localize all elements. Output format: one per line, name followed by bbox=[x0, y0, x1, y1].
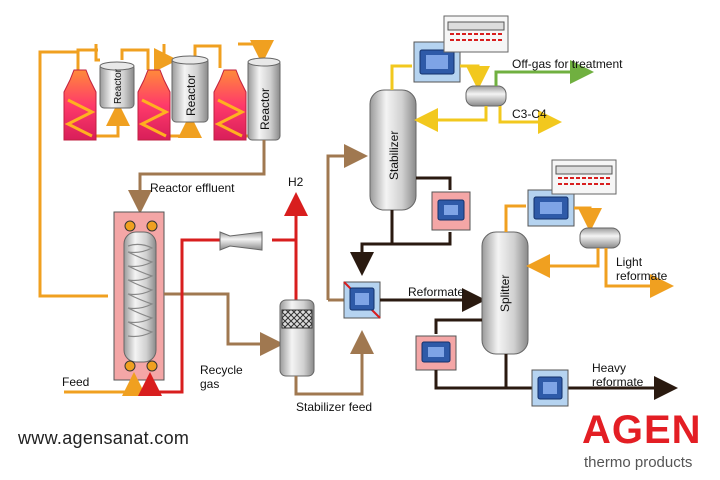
heater-1 bbox=[63, 69, 97, 141]
light-reformate-label-1: Light bbox=[616, 255, 643, 269]
reformate-label: Reformate bbox=[408, 285, 464, 299]
light-reformate-label-2: reformate bbox=[616, 269, 668, 283]
light-reformate-line bbox=[604, 248, 674, 298]
c3-c4-label: C3-C4 bbox=[512, 107, 547, 121]
splitter-reflux-line bbox=[526, 248, 600, 278]
feed-line bbox=[64, 372, 146, 396]
heater-reactor-train: Reactor Reactor Reactor bbox=[38, 40, 281, 298]
heater-2 bbox=[137, 69, 171, 141]
effluent-to-separator-line bbox=[164, 292, 284, 356]
feed-label: Feed bbox=[62, 375, 89, 389]
feed-bottoms-exchanger bbox=[343, 281, 381, 319]
splitter-air-cooler bbox=[551, 159, 617, 195]
stabilizer-label: Stabilizer bbox=[387, 131, 401, 180]
c3-c4-line bbox=[498, 106, 562, 134]
splitter-reflux-drum bbox=[579, 227, 621, 249]
recycle-gas-label-2: gas bbox=[200, 377, 219, 391]
stabilizer-condenser bbox=[413, 41, 461, 83]
stabilizer-feed-line bbox=[294, 330, 374, 396]
splitter-label: Splitter bbox=[498, 275, 512, 312]
splitter-column: Splitter bbox=[481, 231, 529, 355]
reactor-2-label: Reactor bbox=[184, 74, 198, 116]
brand-logo: AGEN bbox=[582, 408, 702, 452]
splitter-reboiler-line bbox=[434, 318, 482, 334]
reactor-3-label: Reactor bbox=[258, 88, 272, 130]
feed-to-stabilizer-line bbox=[326, 144, 368, 300]
splitter-reboiler bbox=[415, 335, 457, 371]
reactor-effluent-label: Reactor effluent bbox=[150, 181, 235, 195]
stabilizer-air-cooler bbox=[443, 15, 509, 53]
separator-vessel bbox=[279, 299, 315, 377]
splitter-overhead-line bbox=[504, 204, 526, 232]
off-gas-label: Off-gas for treatment bbox=[512, 57, 623, 71]
stabilizer-overhead-line bbox=[390, 64, 412, 90]
website-url: www.agensanat.com bbox=[18, 428, 190, 448]
heavy-reformate-label-2: reformate bbox=[592, 375, 644, 389]
stabilizer-reboiler bbox=[431, 191, 471, 231]
reactor-2: Reactor bbox=[171, 55, 209, 123]
heavy-reformate-label-1: Heavy bbox=[592, 361, 626, 375]
heavy-reformate-cooler bbox=[531, 369, 569, 407]
reactor-effluent-line bbox=[128, 140, 266, 214]
h2-label: H2 bbox=[288, 175, 304, 189]
recycle-compressor bbox=[219, 231, 263, 251]
reactor-1: Reactor bbox=[99, 61, 135, 109]
reactor-1-label: Reactor bbox=[113, 68, 124, 104]
feed-effluent-exchanger bbox=[113, 211, 165, 381]
splitter-condenser bbox=[527, 189, 575, 227]
brand-tagline: thermo products bbox=[584, 454, 693, 471]
off-gas-line bbox=[494, 60, 594, 86]
recycle-gas-line bbox=[272, 238, 298, 300]
reactor-3: Reactor bbox=[247, 57, 281, 141]
stabilizer-reflux-drum bbox=[465, 85, 507, 107]
heater-3 bbox=[213, 69, 247, 141]
stabilizer-reboiler-line bbox=[416, 176, 452, 190]
stabilizer-column: Stabilizer bbox=[369, 89, 417, 211]
recycle-gas-label-1: Recycle bbox=[200, 363, 243, 377]
stabilizer-feed-label: Stabilizer feed bbox=[296, 400, 372, 414]
